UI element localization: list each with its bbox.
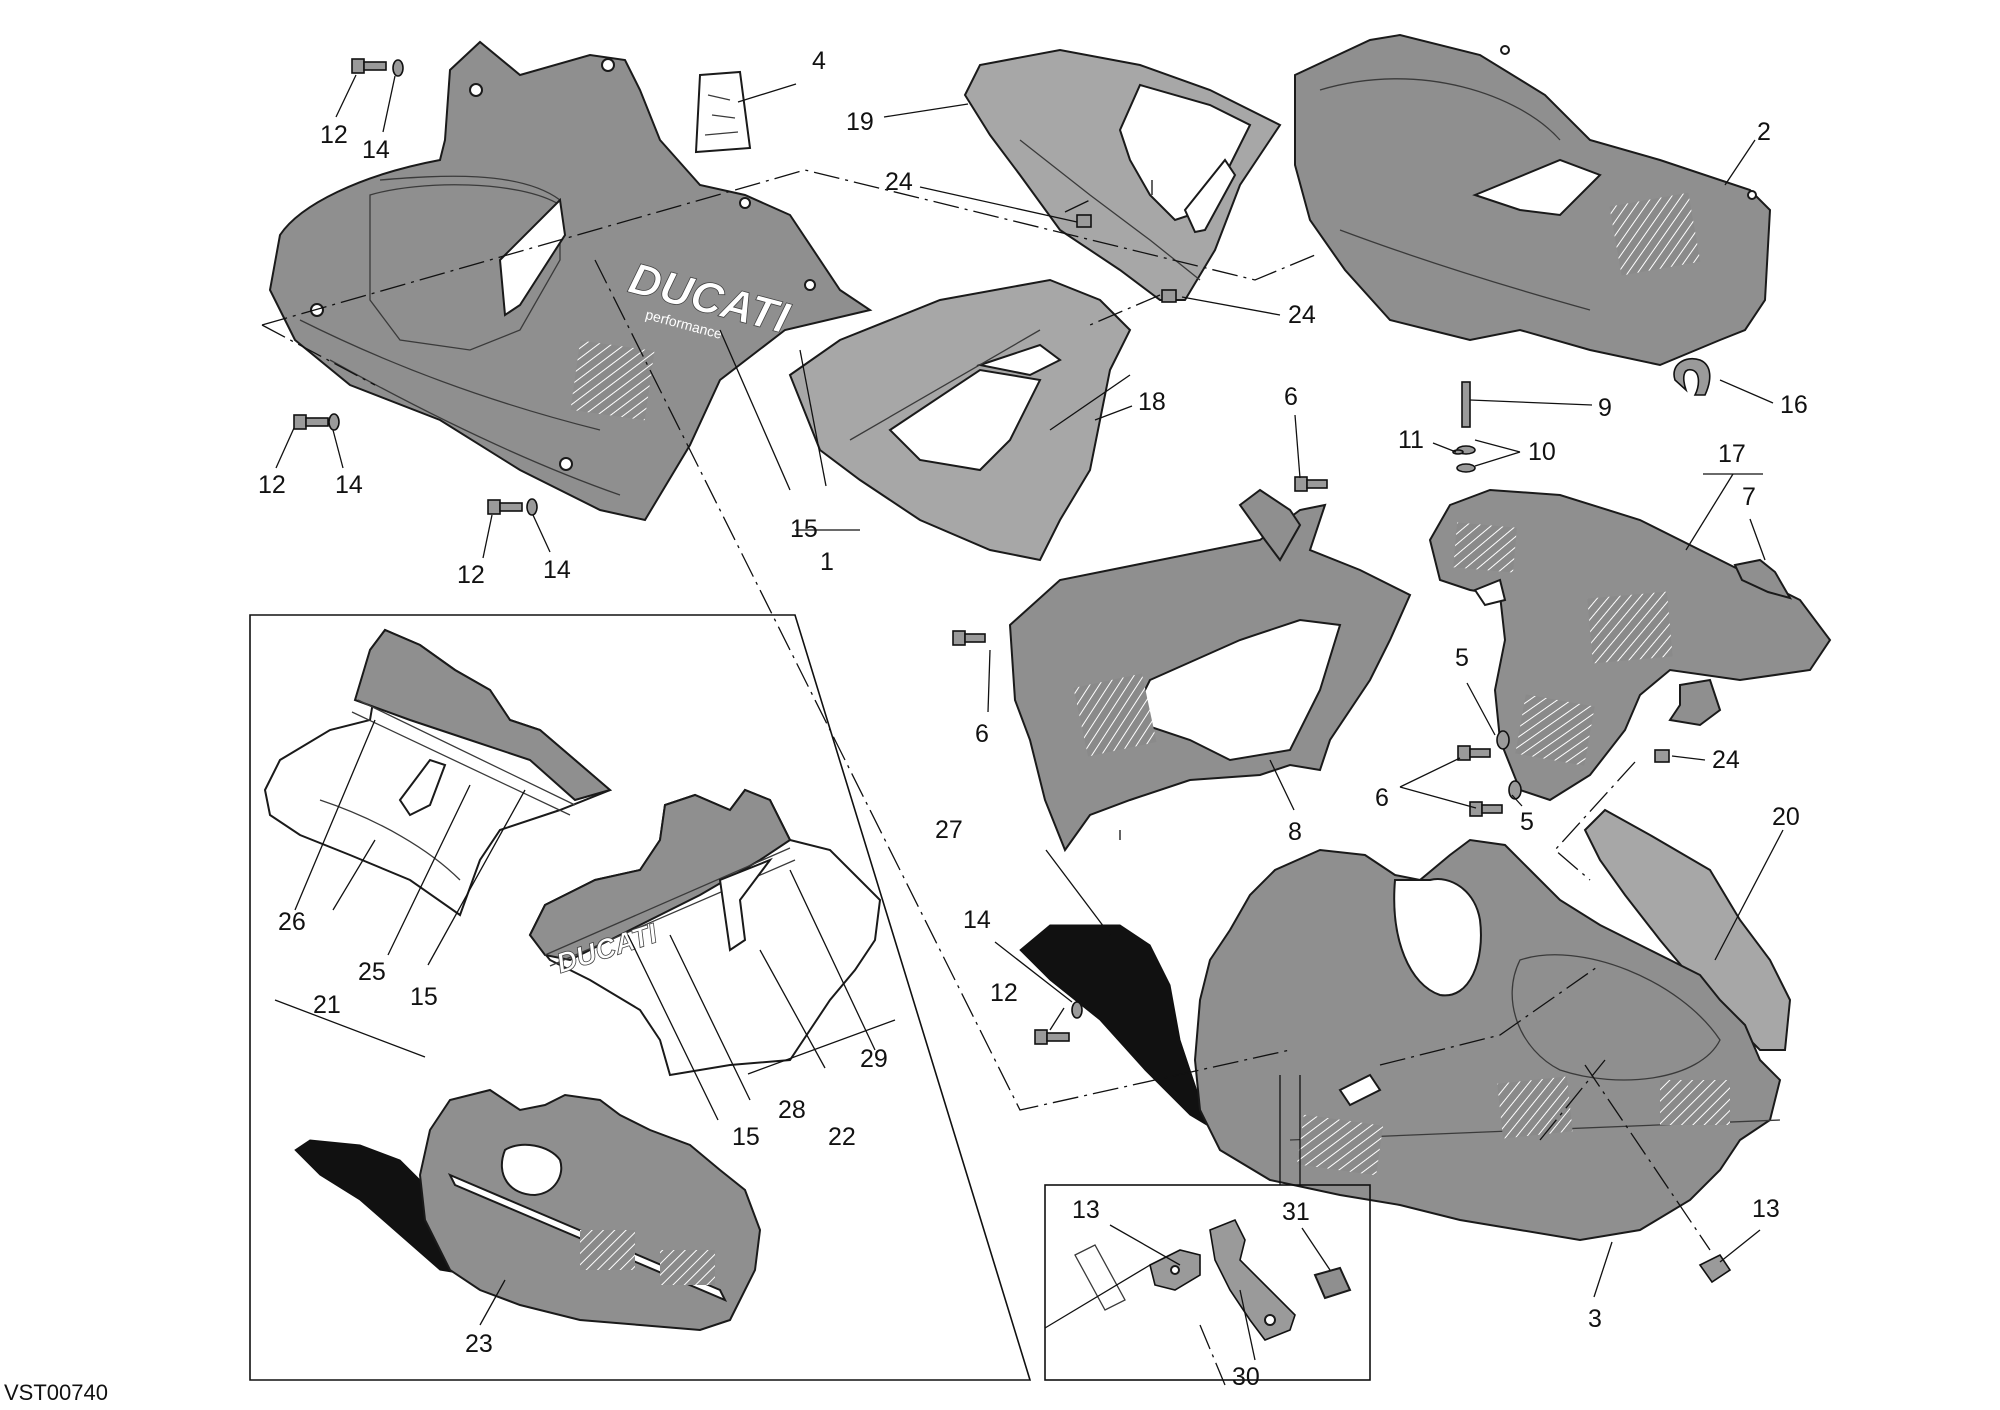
drawing-code: VST00740 bbox=[4, 1380, 108, 1405]
callout-23: 23 bbox=[465, 1330, 493, 1358]
fairing-upper-right bbox=[1294, 33, 1772, 367]
callout-2: 2 bbox=[1757, 118, 1771, 146]
callout-24: 24 bbox=[1288, 301, 1316, 329]
leader-lines bbox=[274, 74, 1784, 1361]
inset-frame-bottom bbox=[1044, 1184, 1371, 1381]
fairing-upper-left: DUCATI performance bbox=[268, 40, 873, 522]
inset-frame-left: DUCATI bbox=[249, 614, 1032, 1381]
callout-24: 24 bbox=[1712, 746, 1740, 774]
callout-12: 12 bbox=[320, 121, 348, 149]
callout-14: 14 bbox=[362, 136, 390, 164]
decal-sticker bbox=[694, 70, 752, 154]
callout-24: 24 bbox=[885, 168, 913, 196]
callout-6: 6 bbox=[975, 720, 989, 748]
callout-14: 14 bbox=[335, 471, 363, 499]
bolt-6-fender-b bbox=[1469, 801, 1503, 817]
bracket-30 bbox=[1209, 1218, 1296, 1341]
callout-9: 9 bbox=[1598, 394, 1612, 422]
side-fairing-middle bbox=[1008, 488, 1412, 853]
assembly-lines bbox=[261, 169, 1711, 1386]
callout-30: 30 bbox=[1232, 1363, 1260, 1391]
callout-labels: 12 14 12 14 12 14 4 19 24 24 2 18 6 9 11… bbox=[258, 47, 1808, 1391]
callout-12: 12 bbox=[457, 561, 485, 589]
callout-19: 19 bbox=[846, 108, 874, 136]
callout-20: 20 bbox=[1772, 803, 1800, 831]
callout-27: 27 bbox=[935, 816, 963, 844]
callout-15: 15 bbox=[410, 983, 438, 1011]
clip bbox=[1673, 358, 1711, 396]
callout-15: 15 bbox=[790, 515, 818, 543]
callout-17: 17 bbox=[1718, 440, 1746, 468]
callout-6: 6 bbox=[1284, 383, 1298, 411]
callout-25: 25 bbox=[358, 958, 386, 986]
callout-14: 14 bbox=[963, 906, 991, 934]
callout-14: 14 bbox=[543, 556, 571, 584]
callout-15: 15 bbox=[732, 1123, 760, 1151]
bolt-6-fender-a bbox=[1457, 745, 1491, 761]
bolt-12-low bbox=[487, 499, 523, 515]
callout-22: 22 bbox=[828, 1123, 856, 1151]
callout-29: 29 bbox=[860, 1045, 888, 1073]
belly-pan-variant-23 bbox=[294, 1088, 762, 1332]
inner-panel-upper bbox=[963, 48, 1282, 301]
reflector bbox=[1733, 558, 1793, 600]
callout-1: 1 bbox=[820, 548, 834, 576]
inner-panel-middle bbox=[788, 278, 1132, 562]
bolt-12-top bbox=[351, 58, 387, 74]
callout-12: 12 bbox=[258, 471, 286, 499]
bolt-12-right bbox=[1034, 1029, 1070, 1045]
callout-18: 18 bbox=[1138, 388, 1166, 416]
hardware bbox=[293, 58, 1732, 1284]
fairing-variant-21 bbox=[263, 628, 613, 917]
callout-11: 11 bbox=[1398, 426, 1424, 454]
callout-13: 13 bbox=[1752, 1195, 1780, 1223]
front-fender bbox=[1428, 488, 1832, 802]
bolt-12-mid bbox=[293, 414, 329, 430]
callout-5: 5 bbox=[1455, 644, 1469, 672]
clip-13-inset bbox=[1149, 1249, 1201, 1291]
belly-pan bbox=[1019, 838, 1782, 1242]
pad-31 bbox=[1313, 1266, 1352, 1300]
callout-13: 13 bbox=[1072, 1196, 1100, 1224]
bolt-6-upper bbox=[1294, 476, 1328, 492]
callout-5: 5 bbox=[1520, 808, 1534, 836]
callout-10: 10 bbox=[1528, 438, 1556, 466]
callout-31: 31 bbox=[1282, 1198, 1310, 1226]
callout-6: 6 bbox=[1375, 784, 1389, 812]
callout-21: 21 bbox=[313, 991, 341, 1019]
callout-26: 26 bbox=[278, 908, 306, 936]
bolt-6-left bbox=[952, 630, 986, 646]
callout-4: 4 bbox=[812, 47, 826, 75]
callout-28: 28 bbox=[778, 1096, 806, 1124]
callout-12: 12 bbox=[990, 979, 1018, 1007]
callout-8: 8 bbox=[1288, 818, 1302, 846]
callout-16: 16 bbox=[1780, 391, 1808, 419]
fairing-variant-22: DUCATI bbox=[528, 788, 882, 1077]
callout-7: 7 bbox=[1742, 483, 1756, 511]
callout-3: 3 bbox=[1588, 1305, 1602, 1333]
side-panel-right bbox=[1583, 808, 1792, 1051]
